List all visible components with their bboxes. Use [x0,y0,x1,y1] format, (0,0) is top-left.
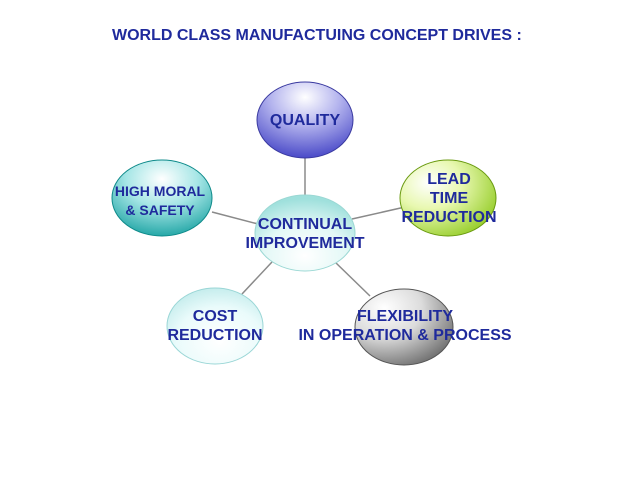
connector-cost [241,261,273,295]
node-lead-time-circle [399,159,497,237]
node-quality-label: QUALITY [269,112,341,129]
node-moral-safety-circle [111,159,213,237]
node-cost-label: COST REDUCTION [167,308,263,344]
connector-moral-safety [211,211,259,225]
connector-lead-time [351,206,406,220]
node-center-circle [254,194,356,272]
diagram-title: WORLD CLASS MANUFACTUING CONCEPT DRIVES … [112,27,522,44]
node-moral-safety-label: HIGH MORAL & SAFETY [114,183,206,218]
node-lead-time-label: LEAD TIME REDUCTION [401,171,497,226]
node-cost-circle [166,287,264,365]
connector-flexibility [334,261,371,297]
node-quality-circle [256,81,354,159]
node-flexibility-label: FLEXIBILITY IN OPERATION & PROCESS [298,308,512,344]
node-center-label: CONTINUAL IMPROVEMENT [245,216,365,252]
node-flexibility-circle [354,288,454,366]
